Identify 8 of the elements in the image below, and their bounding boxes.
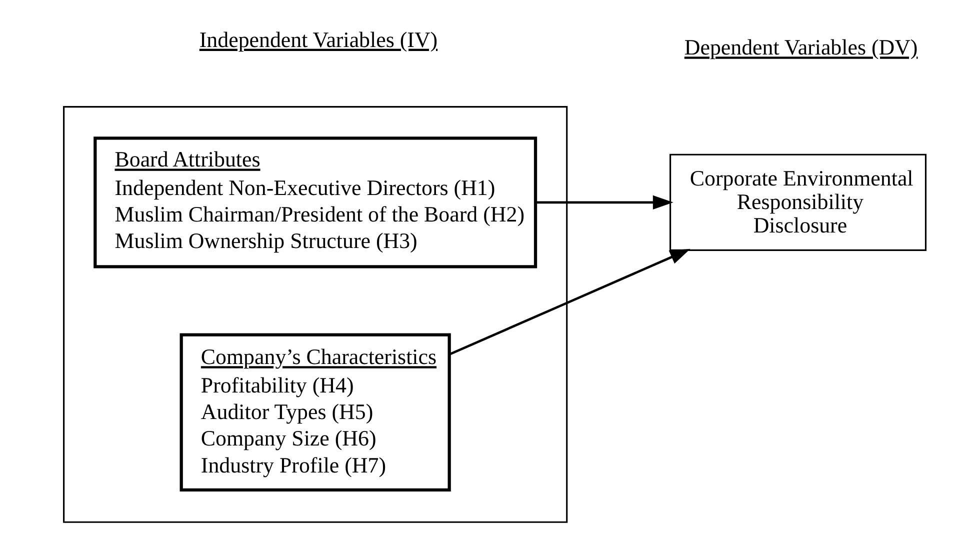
node-box: Company’s Characteristics Profitability (H4) Auditor Types (H5) Company Size (H6) Industry Profile (H7) (180, 333, 451, 492)
label: Independent Variables (IV) (199, 26, 438, 52)
node-box: Corporate Environmental Responsibility Disclosure (670, 154, 927, 251)
node-box: Board Attributes Independent Non-Executive Directors (H1) Muslim Chairman/President of the Board (H2) Muslim Ownership Structure (H3) (94, 136, 538, 268)
label: Dependent Variables (DV) (684, 34, 918, 60)
arrow (536, 195, 674, 210)
arrow (449, 248, 690, 356)
cluster (63, 106, 568, 523)
